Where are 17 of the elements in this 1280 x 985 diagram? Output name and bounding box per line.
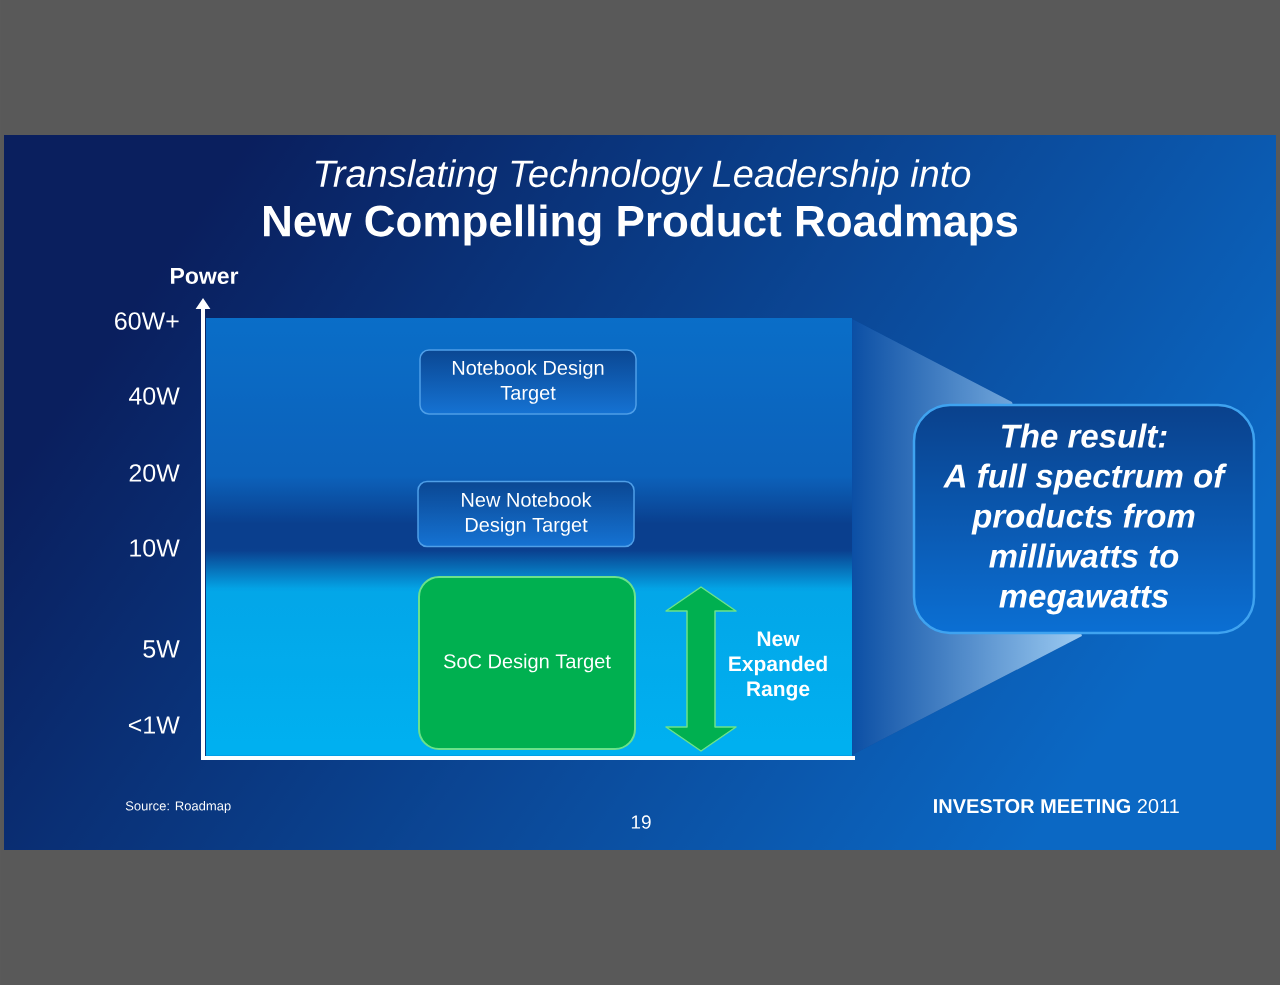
tick-label: 60W+ bbox=[115, 312, 179, 330]
tick-label: 40W bbox=[129, 387, 180, 405]
tick-label: 10W bbox=[130, 539, 180, 557]
target-box: SoC Design Target bbox=[418, 576, 636, 750]
target-box: Notebook Design Target bbox=[419, 349, 637, 415]
range-label: New Expanded Range bbox=[729, 631, 827, 701]
source-note: Source: Roadmap bbox=[125, 800, 231, 814]
footer-text: INVESTOR MEETING 2011 bbox=[934, 798, 1179, 814]
title: New Compelling Product Roadmaps bbox=[264, 204, 1018, 246]
callout-box: The result: A full spectrum of products from milliwatts to megawatts bbox=[912, 403, 1256, 635]
axis-title: Power bbox=[171, 267, 239, 284]
tick-label: 20W bbox=[129, 464, 180, 482]
subtitle: Translating Technology Leadership into bbox=[315, 159, 971, 195]
tick-label: <1W bbox=[128, 716, 180, 734]
page-number: 19 bbox=[631, 815, 651, 829]
target-box: New Notebook Design Target bbox=[417, 480, 635, 548]
tick-label: 5W bbox=[143, 640, 180, 658]
